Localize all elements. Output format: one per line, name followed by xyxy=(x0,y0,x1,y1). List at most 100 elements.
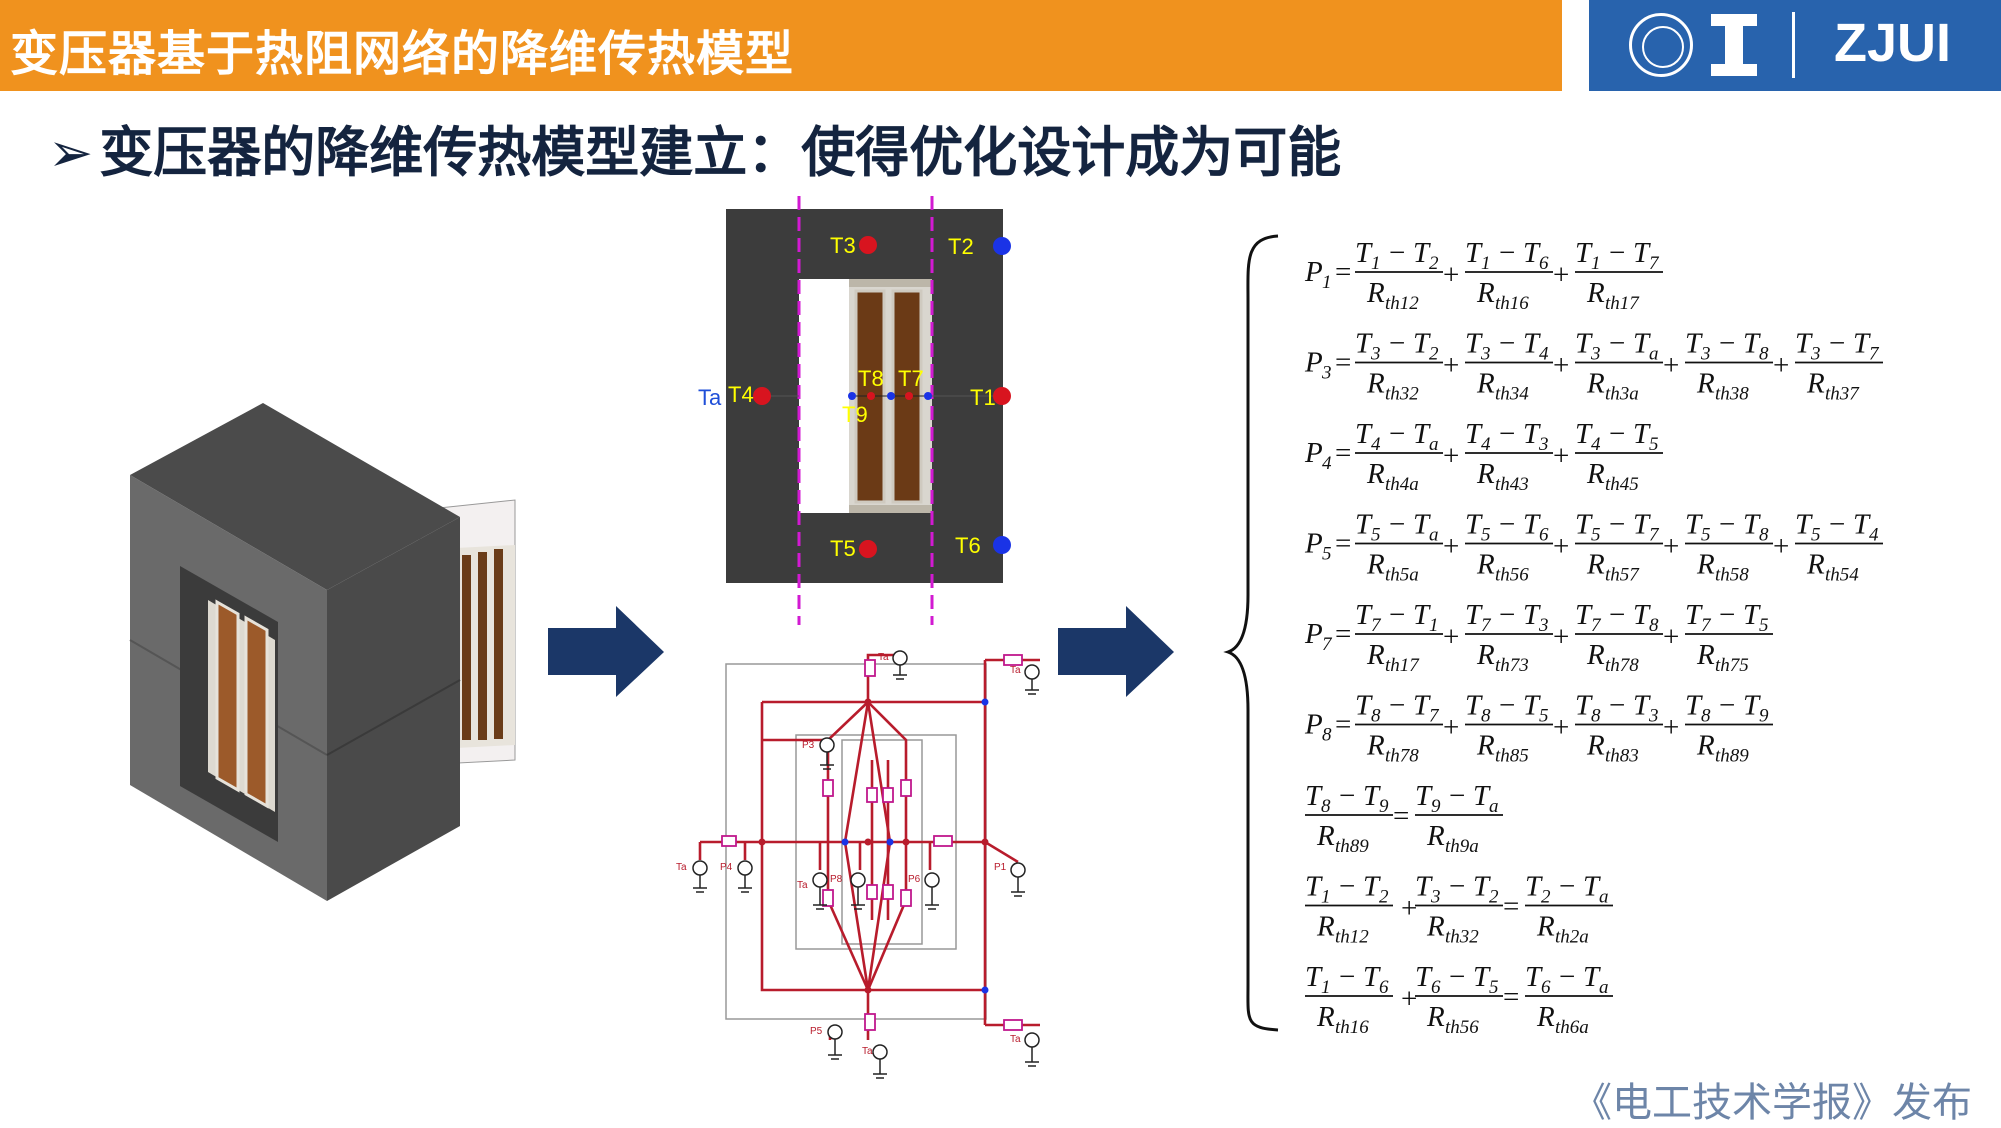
plus-sign: + xyxy=(1401,893,1417,925)
minus-sign: − xyxy=(1389,599,1405,631)
resistance-symbol: R xyxy=(1586,549,1605,581)
fraction-term: T xyxy=(1685,690,1703,722)
minus-sign: − xyxy=(1499,599,1515,631)
minus-sign: − xyxy=(1719,599,1735,631)
resistance-symbol: R xyxy=(1366,549,1385,581)
fraction-subscript: 8 xyxy=(1321,796,1331,817)
fraction-term: T xyxy=(1355,509,1373,541)
node-t5-dot xyxy=(859,540,877,558)
minus-sign: − xyxy=(1339,780,1355,812)
fraction-term: T xyxy=(1363,780,1381,812)
fraction-term: T xyxy=(1413,690,1431,722)
resistance-symbol: R xyxy=(1696,549,1715,581)
fraction-subscript: a xyxy=(1429,525,1439,546)
fraction-term: T xyxy=(1465,328,1483,360)
fraction-term: T xyxy=(1575,418,1593,450)
plus-sign: + xyxy=(1443,350,1459,382)
fraction-term: T xyxy=(1355,237,1373,269)
fraction-subscript: 8 xyxy=(1649,615,1659,636)
equals-sign: = xyxy=(1335,618,1351,650)
header-bar: 变压器基于热阻网络的降维传热模型 xyxy=(0,0,1562,91)
resistance-symbol: R xyxy=(1476,730,1495,762)
fraction-term: T xyxy=(1743,690,1761,722)
minus-sign: − xyxy=(1339,871,1355,903)
resistance-subscript: th6a xyxy=(1555,1017,1589,1038)
fraction-term: T xyxy=(1465,599,1483,631)
power-subscript: 1 xyxy=(1322,272,1332,293)
fraction-subscript: a xyxy=(1599,887,1609,908)
power-symbol: P xyxy=(1304,437,1323,469)
minus-sign: − xyxy=(1499,237,1515,269)
resistance-symbol: R xyxy=(1806,549,1825,581)
fraction-subscript: 9 xyxy=(1431,796,1441,817)
power-subscript: 7 xyxy=(1322,634,1333,655)
resistance-subscript: th5a xyxy=(1385,565,1419,586)
fraction-subscript: 3 xyxy=(1480,344,1491,365)
resistance-symbol: R xyxy=(1366,277,1385,309)
fraction-subscript: 7 xyxy=(1429,706,1440,727)
fraction-term: T xyxy=(1525,961,1543,993)
circuit-label-p4: P4 xyxy=(720,862,733,873)
fraction-term: T xyxy=(1473,780,1491,812)
resistance-symbol: R xyxy=(1586,277,1605,309)
resistance-symbol: R xyxy=(1476,368,1495,400)
fraction-subscript: 3 xyxy=(1538,615,1549,636)
power-subscript: 4 xyxy=(1322,453,1332,474)
fraction-subscript: 5 xyxy=(1811,525,1821,546)
minus-sign: − xyxy=(1449,871,1465,903)
resistance-subscript: th38 xyxy=(1715,384,1749,405)
fraction-subscript: 1 xyxy=(1371,253,1381,274)
resistance-symbol: R xyxy=(1476,639,1495,671)
fraction-term: T xyxy=(1473,871,1491,903)
fraction-term: T xyxy=(1363,871,1381,903)
circuit-label-ta-bottom-right: Ta xyxy=(1010,1034,1021,1045)
minus-sign: − xyxy=(1829,509,1845,541)
resistance-subscript: th12 xyxy=(1385,293,1419,314)
fraction-term: T xyxy=(1633,599,1651,631)
fraction-term: T xyxy=(1743,509,1761,541)
fraction-term: T xyxy=(1523,237,1541,269)
minus-sign: − xyxy=(1389,328,1405,360)
fraction-subscript: 2 xyxy=(1429,344,1439,365)
node-label-t5: T5 xyxy=(830,536,856,561)
plus-sign: + xyxy=(1443,621,1459,653)
fraction-term: T xyxy=(1633,418,1651,450)
fraction-subscript: 8 xyxy=(1759,344,1769,365)
node-label-t7: T7 xyxy=(898,366,924,391)
fraction-term: T xyxy=(1685,328,1703,360)
resistance-symbol: R xyxy=(1316,1001,1335,1033)
fraction-subscript: 1 xyxy=(1321,977,1331,998)
fraction-subscript: 5 xyxy=(1649,434,1659,455)
resistance-subscript: th83 xyxy=(1605,746,1639,767)
resistance-symbol: R xyxy=(1536,911,1555,943)
fraction-term: T xyxy=(1523,418,1541,450)
resistance-subscript: th56 xyxy=(1445,1017,1479,1038)
fraction-term: T xyxy=(1633,690,1651,722)
resistance-symbol: R xyxy=(1366,458,1385,490)
power-symbol: P xyxy=(1304,528,1323,560)
resistance-symbol: R xyxy=(1426,1001,1445,1033)
fraction-subscript: 7 xyxy=(1591,615,1602,636)
minus-sign: − xyxy=(1389,237,1405,269)
resistance-subscript: th78 xyxy=(1605,655,1639,676)
resistance-symbol: R xyxy=(1366,368,1385,400)
node-t3-dot xyxy=(859,236,877,254)
bullet-arrow-icon: ➢ xyxy=(48,121,94,184)
circuit-label-p5: P5 xyxy=(810,1026,823,1037)
fraction-term: T xyxy=(1583,871,1601,903)
fraction-subscript: 2 xyxy=(1541,887,1551,908)
node-label-t6: T6 xyxy=(955,533,981,558)
fraction-subscript: 1 xyxy=(1321,887,1331,908)
node-label-t4: T4 xyxy=(728,382,754,407)
power-symbol: P xyxy=(1304,256,1323,288)
fraction-subscript: 7 xyxy=(1701,615,1712,636)
power-subscript: 5 xyxy=(1322,544,1332,565)
fraction-term: T xyxy=(1305,871,1323,903)
fraction-term: T xyxy=(1465,237,1483,269)
fraction-term: T xyxy=(1633,328,1651,360)
fraction-term: T xyxy=(1685,599,1703,631)
fraction-subscript: 2 xyxy=(1379,887,1389,908)
circuit-label-ta-left: Ta xyxy=(676,862,687,873)
